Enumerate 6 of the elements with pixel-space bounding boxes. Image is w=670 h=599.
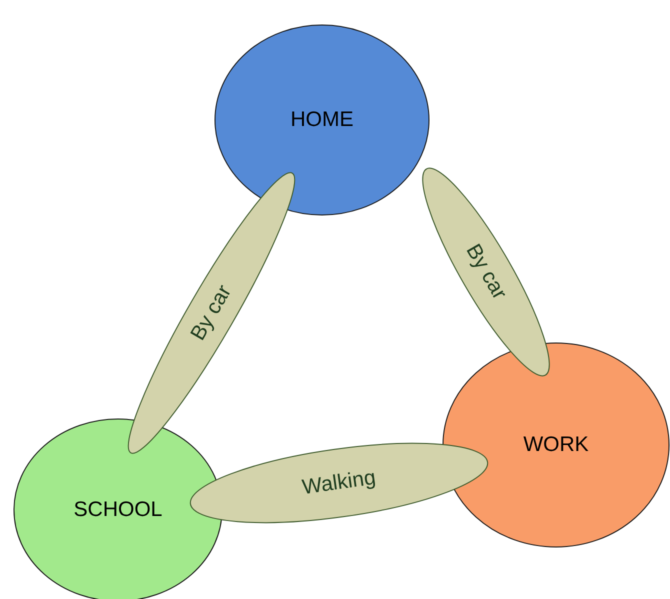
- route-label: By car: [186, 281, 236, 345]
- route-label: By car: [460, 240, 512, 304]
- route-label: Walking: [300, 466, 378, 500]
- place-label: HOME: [290, 108, 354, 132]
- place-label: SCHOOL: [74, 498, 162, 522]
- place-label: WORK: [523, 433, 589, 457]
